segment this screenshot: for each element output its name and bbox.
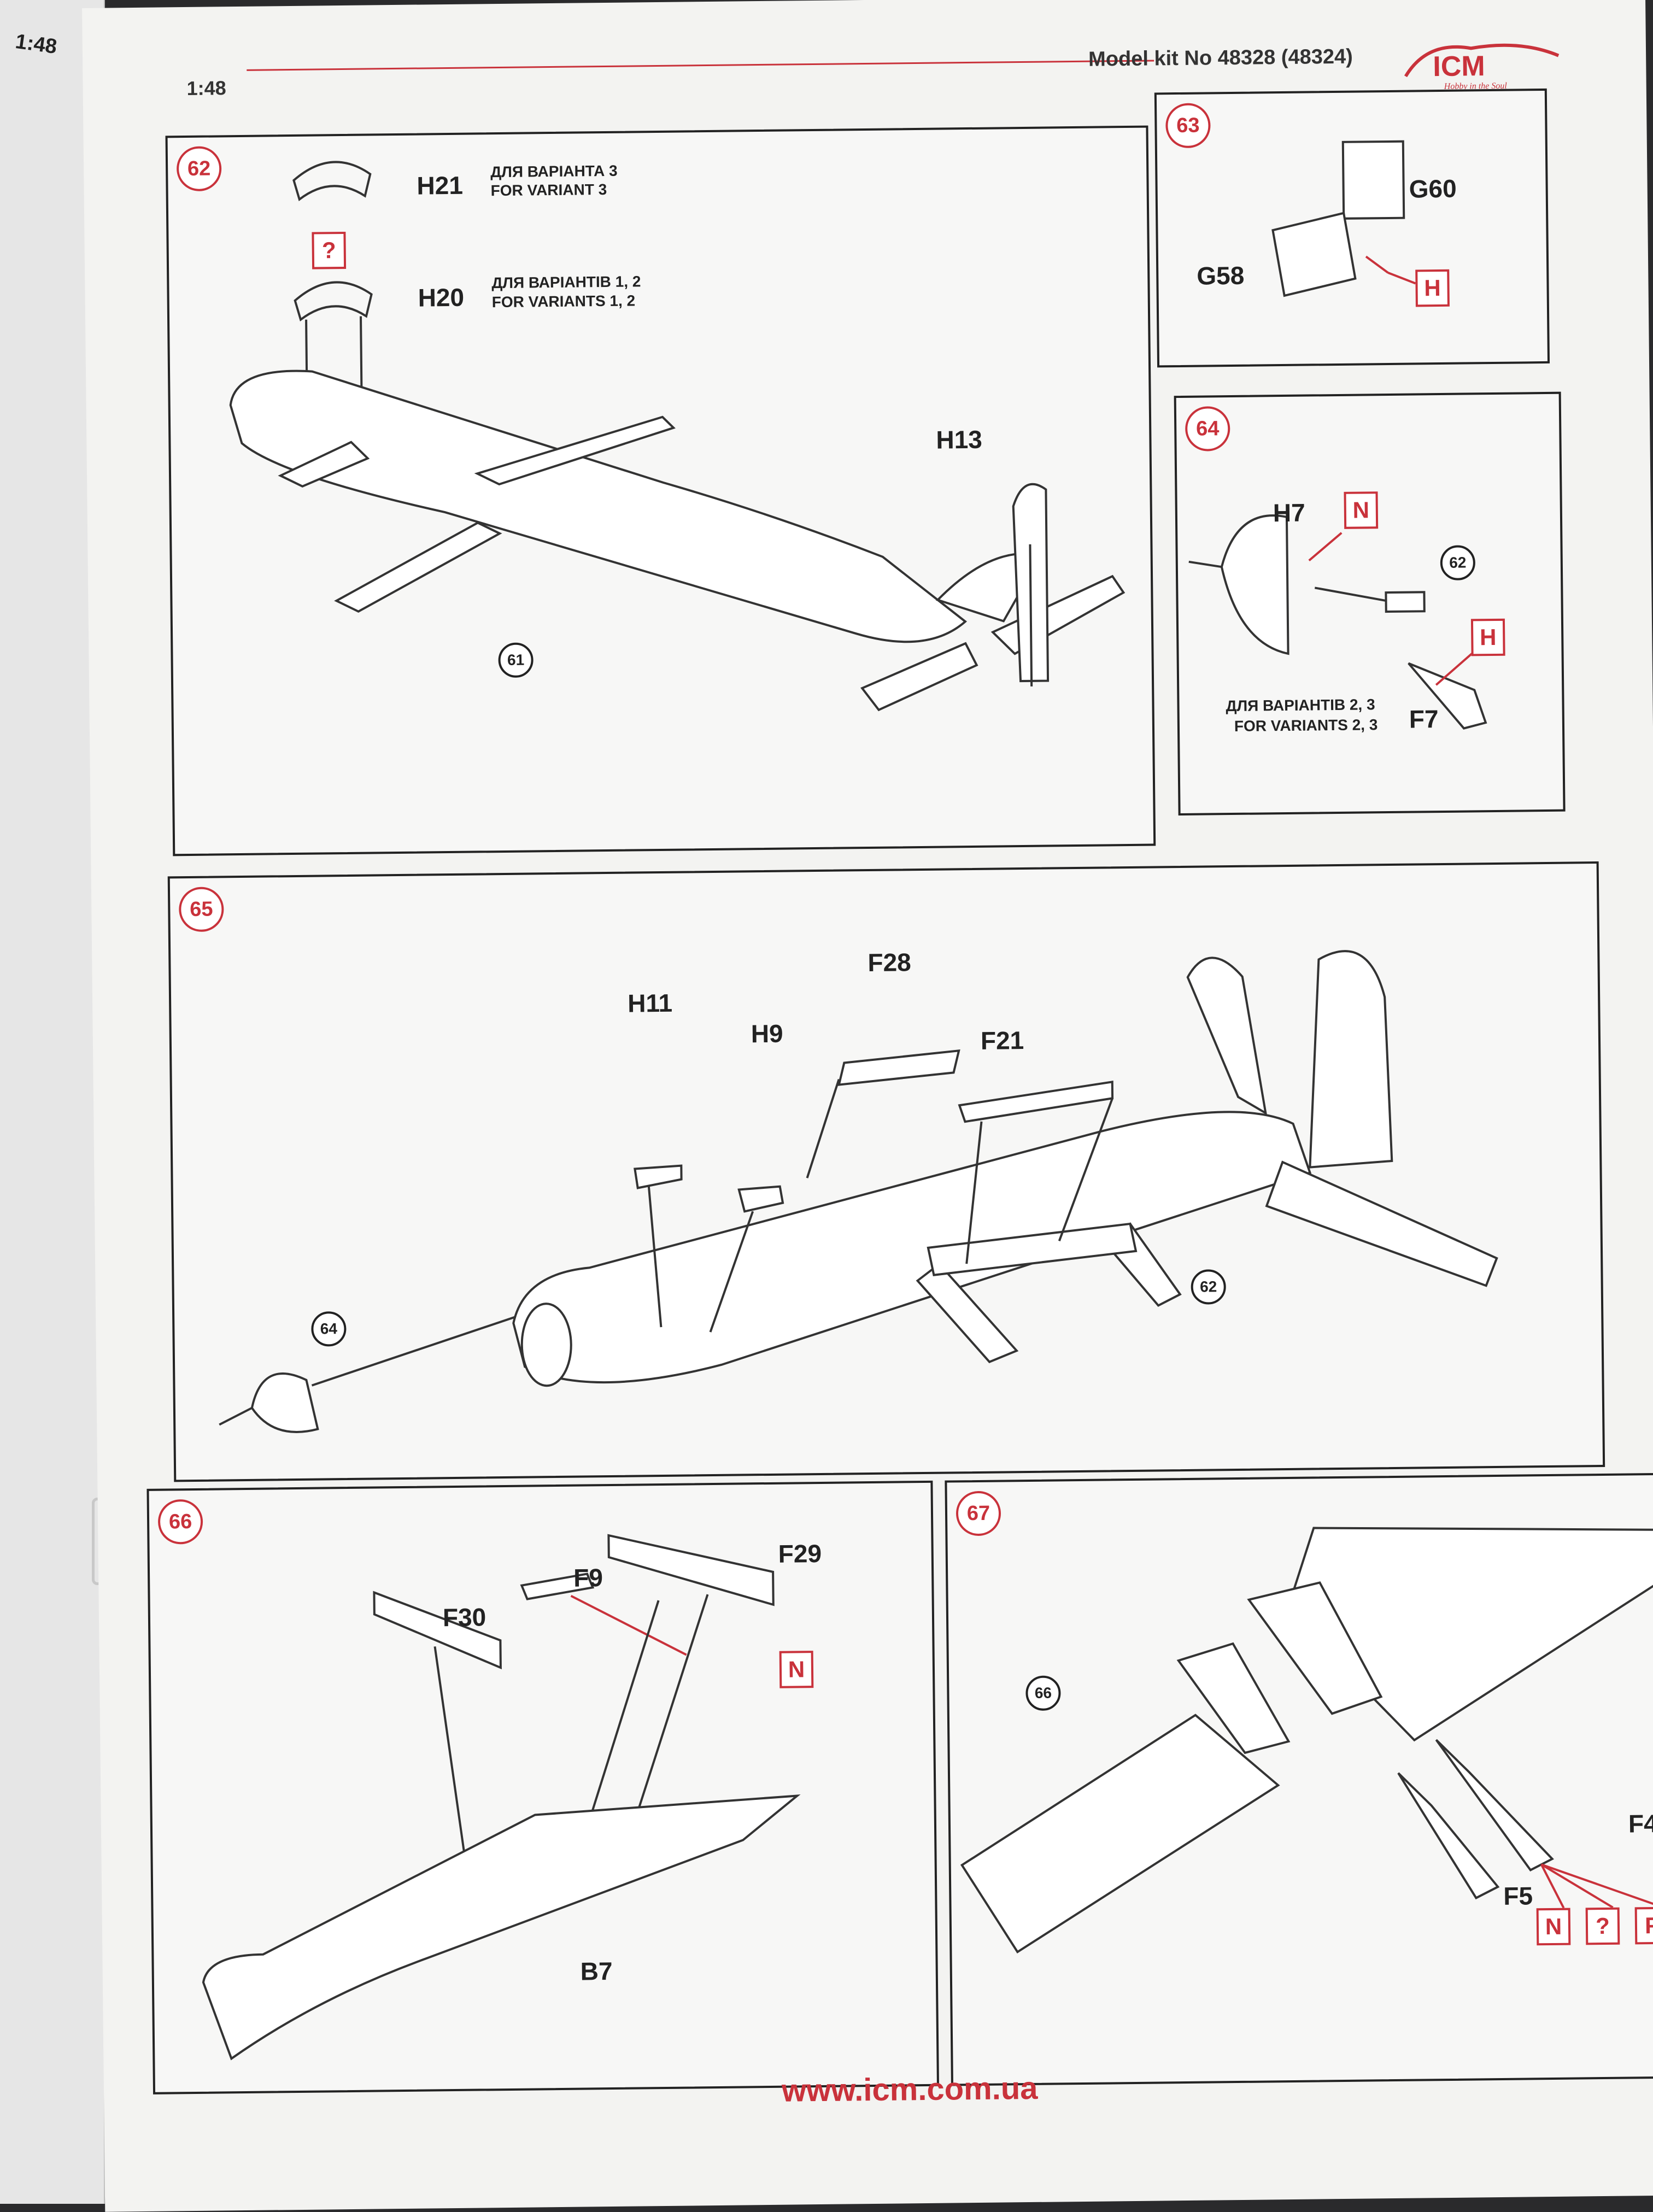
- gun-f7-shape: [1408, 662, 1487, 730]
- part-f30: F30: [442, 1603, 486, 1632]
- variants12-en: FOR VARIANTS 1, 2: [491, 292, 636, 311]
- marker-question-67: ?: [1585, 1907, 1620, 1945]
- marker-n-67: N: [1536, 1908, 1571, 1946]
- step-62-drawing: [229, 161, 1126, 712]
- instruction-page: 1:48 Model kit No 48328 (48324) ICM Hobb…: [82, 0, 1653, 2212]
- part-f21: F21: [980, 1026, 1024, 1055]
- part-f4-shape: [1435, 1739, 1554, 1871]
- icm-logo-mark: ICM Hobby in the Soul: [1404, 43, 1560, 91]
- step-64-panel: 64 H7 N 62 H ДЛЯ ВАРІАНТІВ 2, 3 FOR VARI…: [1174, 391, 1566, 816]
- part-f9: F9: [573, 1563, 603, 1592]
- kit-number: Model kit No 48328 (48324): [1088, 45, 1353, 71]
- variant3-ua: ДЛЯ ВАРІАНТА 3: [490, 162, 618, 181]
- ref-step-62-65: 62: [1191, 1269, 1227, 1305]
- marker-h-64: H: [1470, 618, 1505, 656]
- part-h20: H20: [418, 283, 465, 312]
- step-67-panel: 67 66 F4 F5 N ? F: [945, 1472, 1653, 2086]
- nose-cone-64: [250, 1372, 319, 1433]
- part-f30-shape: [373, 1591, 502, 1670]
- variants23-ua: ДЛЯ ВАРІАНТІВ 2, 3: [1226, 696, 1375, 715]
- part-h11-shape: [634, 1164, 683, 1189]
- marker-n-66: N: [779, 1651, 814, 1688]
- marker-question: ?: [312, 231, 347, 269]
- marker-n-64: N: [1344, 491, 1379, 529]
- ref-step-64: 64: [311, 1311, 347, 1347]
- marker-f-67: F: [1634, 1906, 1653, 1945]
- part-f28: F28: [867, 948, 911, 977]
- part-f7: F7: [1409, 705, 1439, 734]
- variants23-en: FOR VARIANTS 2, 3: [1234, 716, 1378, 735]
- part-b7-shape: [202, 1794, 801, 2061]
- nose-ring: [520, 1302, 572, 1387]
- step-66-drawing: [202, 1534, 801, 2061]
- nose-cone-h7-shape: [1220, 514, 1289, 655]
- scale-label: 1:48: [186, 77, 226, 99]
- fuselage-62: [229, 369, 968, 643]
- step-63-panel: 63 G60 G58 H: [1154, 88, 1550, 368]
- logo-tagline: Hobby in the Soul: [1444, 81, 1508, 91]
- part-g60: G60: [1409, 174, 1457, 203]
- part-h11: H11: [627, 988, 673, 1018]
- step-67-drawing: [960, 1527, 1653, 1954]
- part-h9: H9: [751, 1019, 783, 1048]
- canopy-h21-shape: [292, 161, 372, 202]
- part-g60-shape: [1341, 140, 1405, 220]
- icm-logo: ICM Hobby in the Soul: [1394, 36, 1570, 92]
- part-b7: B7: [580, 1957, 613, 1986]
- step-62-panel: 62 H21 ДЛЯ ВАРІАНТА 3 FOR VARIANT 3 ? H2…: [165, 125, 1156, 856]
- part-f5-shape: [1397, 1772, 1500, 1900]
- variants12-ua: ДЛЯ ВАРІАНТІВ 1, 2: [491, 273, 641, 292]
- part-g58: G58: [1197, 261, 1245, 290]
- ref-step-62: 62: [1440, 545, 1476, 581]
- step-65-panel: 65 64 H11 H9 F28 F21 62: [167, 861, 1605, 1482]
- tail-fin-65: [1309, 950, 1393, 1169]
- fuselage-65: [512, 1111, 1312, 1384]
- part-h21: H21: [417, 171, 464, 200]
- variant3-en: FOR VARIANT 3: [490, 180, 607, 200]
- step-63-drawing: [1271, 140, 1416, 297]
- ref-step-61: 61: [498, 642, 534, 678]
- footer-url: www.icm.com.ua: [781, 2070, 1038, 2109]
- part-f29: F29: [778, 1539, 822, 1568]
- logo-text: ICM: [1433, 50, 1485, 83]
- canopy-h20-shape: [294, 281, 373, 322]
- part-f5: F5: [1503, 1881, 1533, 1910]
- part-f28-shape: [837, 1049, 960, 1086]
- step-66-panel: 66 F29 F9 F30 N B7: [146, 1480, 939, 2094]
- part-f4: F4: [1628, 1809, 1653, 1838]
- part-f29-shape: [607, 1534, 775, 1606]
- marker-h-63: H: [1415, 269, 1450, 307]
- part-h13: H13: [936, 425, 983, 454]
- part-h7: H7: [1273, 498, 1305, 527]
- part-h9-shape: [737, 1185, 784, 1213]
- part-66-shape: [960, 1714, 1280, 1954]
- part-g58-shape: [1271, 212, 1357, 297]
- ref-step-66: 66: [1025, 1675, 1061, 1711]
- part-f21-shape: [958, 1081, 1114, 1123]
- header-rule: [247, 60, 1154, 71]
- part-f9-shape: [520, 1573, 595, 1600]
- step-64-drawing: [1188, 514, 1487, 730]
- step-65-drawing: [219, 950, 1498, 1433]
- previous-page-scale: 1:48: [14, 30, 58, 59]
